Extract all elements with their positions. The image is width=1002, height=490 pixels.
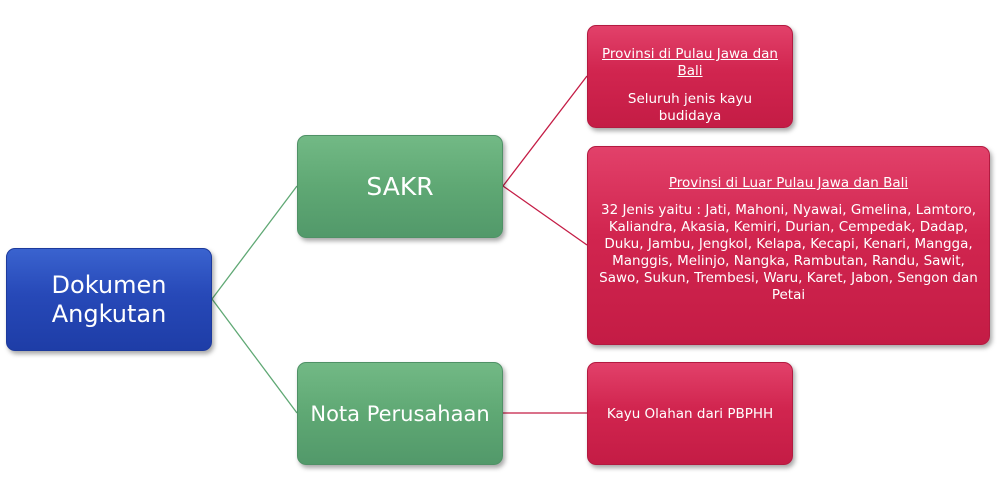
root-node-dokumen-angkutan: Dokumen Angkutan (6, 248, 212, 351)
jawa-bali-heading: Provinsi di Pulau Jawa dan Bali (602, 46, 778, 79)
root-node-label: Dokumen Angkutan (51, 270, 167, 328)
connector-root-sakr (211, 185, 298, 300)
pbphh-text: Kayu Olahan dari PBPHH (606, 405, 774, 422)
sakr-label: SAKR (366, 172, 434, 201)
luar-jawa-bali-text: 32 Jenis yaitu : Jati, Mahoni, Nyawai, G… (599, 202, 978, 303)
node-nota-perusahaan: Nota Perusahaan (297, 362, 503, 465)
connector-root-nota (211, 298, 298, 414)
connector-sakr-jawa (502, 75, 588, 187)
node-sakr: SAKR (297, 135, 503, 238)
node-kayu-olahan-pbphh: Kayu Olahan dari PBPHH (587, 362, 793, 465)
node-jawa-bali: Provinsi di Pulau Jawa dan Bali Seluruh … (587, 25, 793, 128)
jawa-bali-text: Seluruh jenis kayu budidaya (627, 91, 753, 124)
luar-jawa-bali-heading: Provinsi di Luar Pulau Jawa dan Bali (668, 175, 909, 191)
node-luar-jawa-bali: Provinsi di Luar Pulau Jawa dan Bali 32 … (587, 146, 990, 345)
nota-label: Nota Perusahaan (310, 401, 490, 426)
connector-sakr-luar (502, 185, 588, 246)
